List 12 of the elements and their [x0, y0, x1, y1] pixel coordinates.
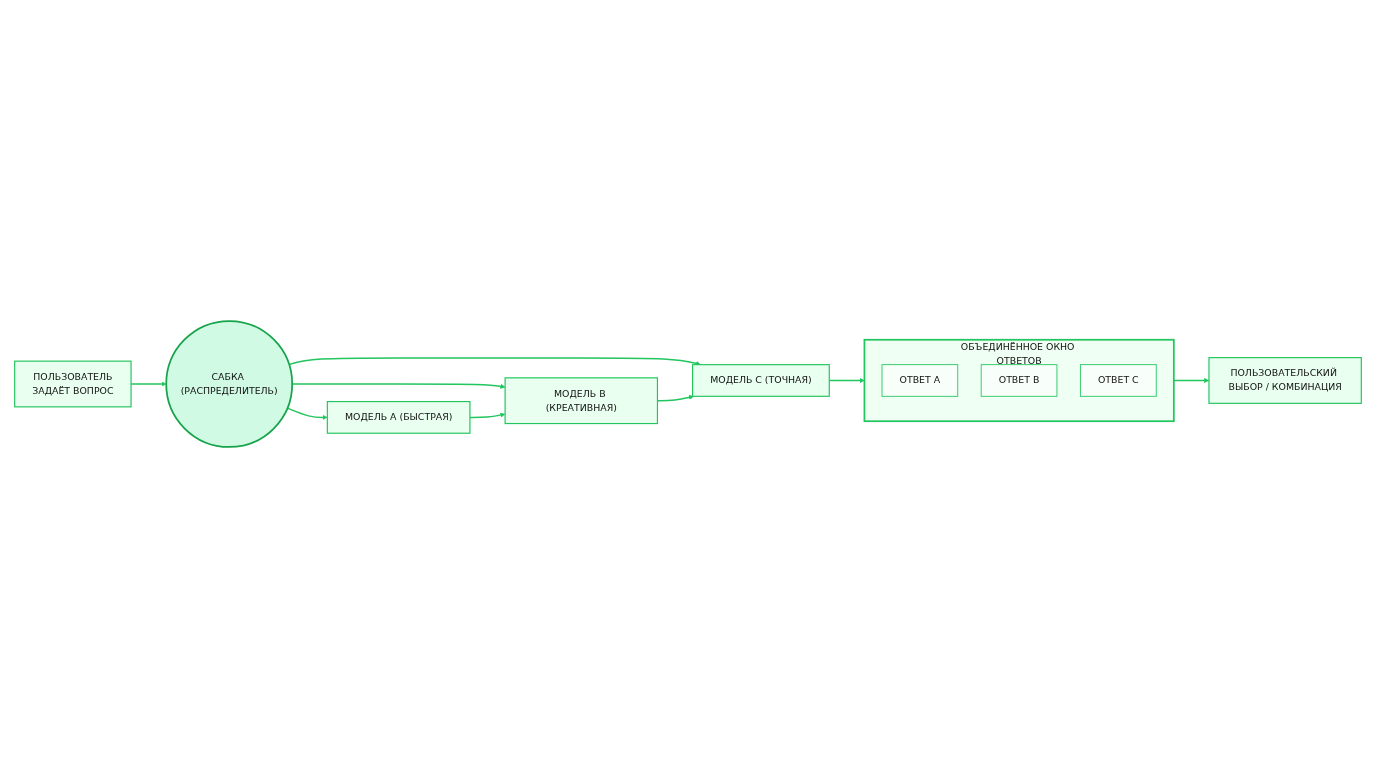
node-box: МОДЕЛЬ A (БЫСТРАЯ)	[326, 401, 471, 434]
node-circle: САБКА (РАСПРЕДЕЛИТЕЛЬ)	[165, 320, 294, 448]
node-box: ОТВЕТ B	[980, 364, 1058, 397]
node-box: ПОЛЬЗОВАТЕЛЬ ЗАДАЁТ ВОПРОС	[14, 360, 132, 408]
node-box: ОТВЕТ C	[1079, 364, 1157, 397]
node-box: ПОЛЬЗОВАТЕЛЬСКИЙ ВЫБОР / КОМБИНАЦИЯ	[1208, 357, 1362, 404]
node-box: МОДЕЛЬ B (КРЕАТИВНАЯ)	[504, 377, 659, 425]
node-box: ОТВЕТ A	[881, 364, 959, 397]
arrow	[288, 357, 701, 366]
arrow	[286, 407, 328, 420]
arrow	[469, 412, 506, 419]
node-box: МОДЕЛЬ C (ТОЧНАЯ)	[692, 364, 830, 397]
